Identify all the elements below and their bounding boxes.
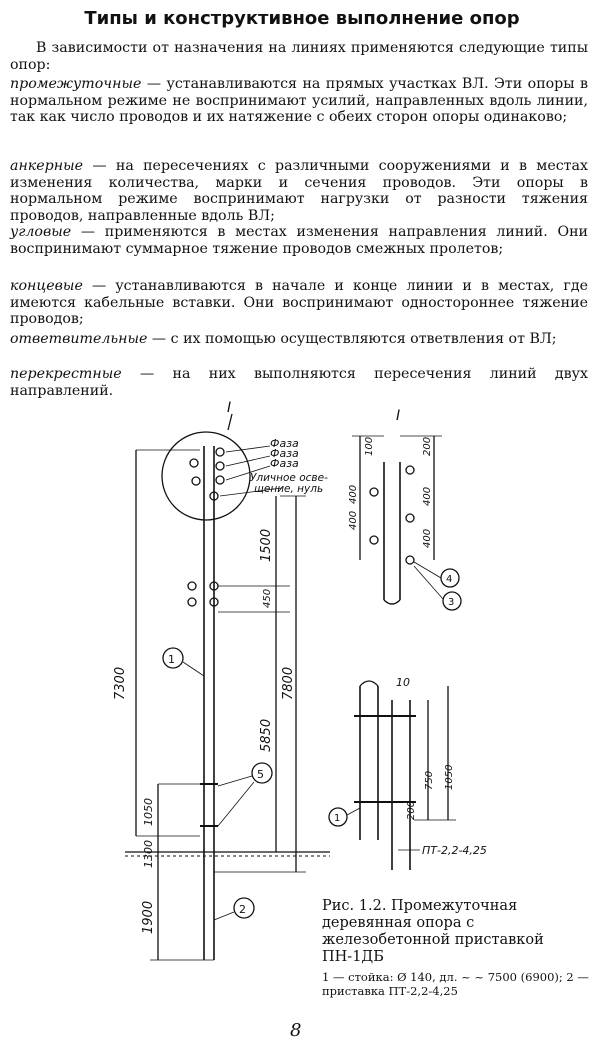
dim-1900: 1900 [141,901,156,934]
marker-4: 4 [446,574,452,585]
type-paragraph: концевые — устанавливаются в начале и ко… [10,278,588,328]
dim-450: 450 [262,589,273,608]
marker-5: 5 [257,768,264,781]
dim-1500: 1500 [259,529,274,562]
type-term: перекрестные [10,366,122,382]
dim-5850: 5850 [259,719,274,752]
marker-2: 2 [239,903,246,916]
detail-attachment-drawing [328,680,456,870]
label-phase-2: Фаза [270,447,299,460]
type-term: анкерные [10,158,84,174]
type-paragraph: ответвительные — с их помощью осуществля… [10,331,588,348]
dim-7300: 7300 [113,667,128,700]
type-paragraph: угловые — применяются в местах изменения… [10,224,588,257]
marker-1-circle [162,647,184,669]
type-text: — на пересечениях с различными сооружени… [10,158,588,224]
marker-3-circle [442,591,462,611]
type-text: — с их помощью осуществляются ответвлени… [147,331,557,347]
label-phase-1: Фаза [270,437,299,450]
marker-1b: 1 [334,813,340,824]
detail-dim-10: 10 [396,676,410,689]
type-term: промежуточные [10,76,142,92]
marker-3: 3 [448,597,454,608]
callout-I-label: I [227,400,231,416]
detail-dim-1050: 1050 [444,765,455,790]
label-phase-3: Фаза [270,457,299,470]
figure-caption: Рис. 1.2. Промежуточная деревянная опора… [322,898,544,965]
dim-1300: 1300 [142,840,155,868]
detail-dim-400-c: 400 [348,511,359,530]
figure-caption-sub: 1 — стойка: Ø 140, дл. ~ ~ 7500 (6900); … [322,970,589,998]
type-text: — применяются в местах изменения направл… [10,224,588,257]
detail-I-title: I [396,408,400,424]
type-text: — на них выполняются пересечения линий д… [10,366,588,399]
insulators-top [189,447,225,501]
type-text: — устанавливаются в начале и конце линии… [10,278,588,328]
type-term: ответвительные [10,331,148,347]
detail-dim-400-a: 400 [348,485,359,504]
detail-dim-400-d: 400 [422,529,433,548]
type-paragraph: перекрестные — на них выполняются пересе… [10,366,588,399]
page-number: 8 [290,1020,302,1041]
label-street-light-1: Уличное осве- [250,472,328,484]
label-street-light-2: щение, нуль [254,483,323,495]
insulators-lower [187,581,219,607]
marker-1b-circle [328,807,348,827]
detail-dim-400-b: 400 [422,487,433,506]
detail-label-pt: ПТ-2,2-4,25 [422,844,487,857]
page-title: Типы и конструктивное выполнение опор [84,8,520,29]
detail-I-drawing [352,435,462,611]
type-term: угловые [10,224,72,240]
type-text: — устанавливаются на прямых участках ВЛ.… [10,76,588,126]
detail-dim-750: 750 [424,771,435,790]
detail-callout-circle [161,431,251,521]
detail-dim-200: 200 [422,437,433,456]
detail-dim-200: 200 [406,801,417,820]
callout-leader [227,413,233,431]
type-term: концевые [10,278,83,294]
intro-paragraph: В зависимости от назначения на линиях пр… [10,40,588,73]
type-paragraph: анкерные — на пересечениях с различными … [10,158,588,224]
dim-1050: 1050 [142,798,155,826]
marker-5-circle [251,762,273,784]
detail-dim-100: 100 [364,437,375,456]
marker-2-circle [233,897,255,919]
marker-1: 1 [168,653,175,666]
type-paragraph: промежуточные — устанавливаются на прямы… [10,76,588,126]
dim-7800: 7800 [281,667,296,700]
